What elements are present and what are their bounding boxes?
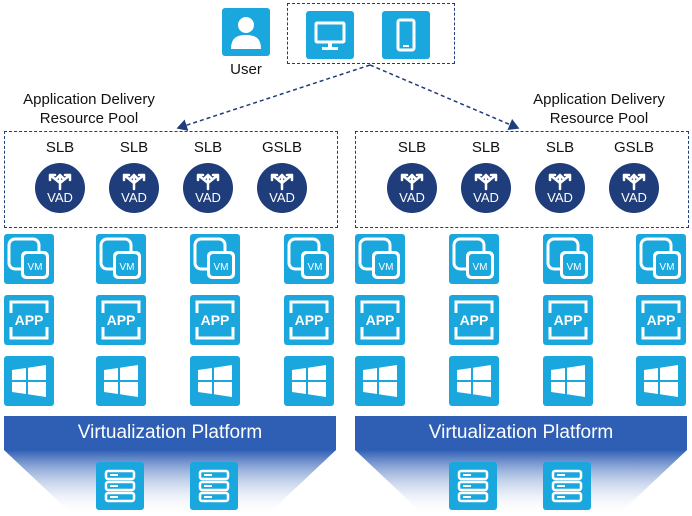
vm-icon: VM: [284, 234, 334, 284]
resource-pool-box: [4, 131, 338, 228]
desktop-icon: [306, 11, 354, 59]
balancer-label: GSLB: [613, 139, 655, 156]
windows-icon: [96, 356, 146, 406]
app-icon: APP: [96, 295, 146, 345]
vad-label: VAD: [399, 190, 425, 205]
platform-base-gradient: [4, 450, 336, 516]
vad-icon: VAD: [35, 163, 85, 213]
pool-title-line2: Resource Pool: [39, 110, 139, 127]
windows-icon: [284, 356, 334, 406]
app-label: APP: [460, 312, 489, 328]
server-icon: [96, 462, 144, 510]
vad-icon: VAD: [535, 163, 585, 213]
vm-label: VM: [379, 262, 394, 273]
vm-icon: VM: [190, 234, 240, 284]
windows-icon: [355, 356, 405, 406]
balancer-label: SLB: [471, 139, 501, 156]
vm-icon: VM: [355, 234, 405, 284]
windows-icon: [449, 356, 499, 406]
vm-label: VM: [660, 262, 675, 273]
vad-icon: VAD: [461, 163, 511, 213]
devices-group: [287, 3, 455, 64]
vm-icon: VM: [543, 234, 593, 284]
vad-label: VAD: [621, 190, 647, 205]
vad-label: VAD: [121, 190, 147, 205]
server-icon: [543, 462, 591, 510]
balancer-label: SLB: [545, 139, 575, 156]
vm-label: VM: [473, 262, 488, 273]
vad-icon: VAD: [609, 163, 659, 213]
app-icon: APP: [543, 295, 593, 345]
app-label: APP: [366, 312, 395, 328]
virtualization-platform-bar: Virtualization Platform: [4, 416, 336, 450]
app-icon: APP: [190, 295, 240, 345]
vm-icon: VM: [449, 234, 499, 284]
app-label: APP: [15, 312, 44, 328]
app-label: APP: [201, 312, 230, 328]
app-icon: APP: [355, 295, 405, 345]
vad-label: VAD: [195, 190, 221, 205]
windows-icon: [4, 356, 54, 406]
vm-label: VM: [214, 262, 229, 273]
server-icon: [449, 462, 497, 510]
platform-base-gradient: [355, 450, 687, 516]
pool-title: Application Delivery Resource Pool: [0, 90, 178, 128]
balancer-label: SLB: [193, 139, 223, 156]
balancer-label: SLB: [119, 139, 149, 156]
resource-pool-box: [355, 131, 689, 228]
app-icon: APP: [449, 295, 499, 345]
pool-title-line1: Application Delivery: [533, 91, 665, 108]
app-label: APP: [295, 312, 324, 328]
mobile-icon: [382, 11, 430, 59]
user-label: User: [230, 61, 262, 78]
vad-label: VAD: [473, 190, 499, 205]
user-icon: [222, 8, 270, 56]
app-label: APP: [554, 312, 583, 328]
server-icon: [190, 462, 238, 510]
pool-title: Application Delivery Resource Pool: [508, 90, 690, 128]
app-icon: APP: [284, 295, 334, 345]
vad-icon: VAD: [257, 163, 307, 213]
windows-icon: [636, 356, 686, 406]
vm-icon: VM: [636, 234, 686, 284]
balancer-label: GSLB: [261, 139, 303, 156]
vad-label: VAD: [269, 190, 295, 205]
app-icon: APP: [636, 295, 686, 345]
vm-label: VM: [308, 262, 323, 273]
app-label: APP: [107, 312, 136, 328]
balancer-label: SLB: [397, 139, 427, 156]
windows-icon: [543, 356, 593, 406]
pool-title-line2: Resource Pool: [549, 110, 649, 127]
vm-icon: VM: [96, 234, 146, 284]
app-icon: APP: [4, 295, 54, 345]
arrow-to-right-pool: [369, 64, 520, 130]
arrow-to-left-pool: [176, 64, 371, 131]
vad-icon: VAD: [109, 163, 159, 213]
windows-icon: [190, 356, 240, 406]
vm-label: VM: [28, 262, 43, 273]
vad-label: VAD: [547, 190, 573, 205]
pool-title-line1: Application Delivery: [23, 91, 155, 108]
vm-label: VM: [567, 262, 582, 273]
vad-icon: VAD: [387, 163, 437, 213]
vm-label: VM: [120, 262, 135, 273]
balancer-label: SLB: [45, 139, 75, 156]
vm-icon: VM: [4, 234, 54, 284]
vad-icon: VAD: [183, 163, 233, 213]
vad-label: VAD: [47, 190, 73, 205]
virtualization-platform-bar: Virtualization Platform: [355, 416, 687, 450]
app-label: APP: [647, 312, 676, 328]
